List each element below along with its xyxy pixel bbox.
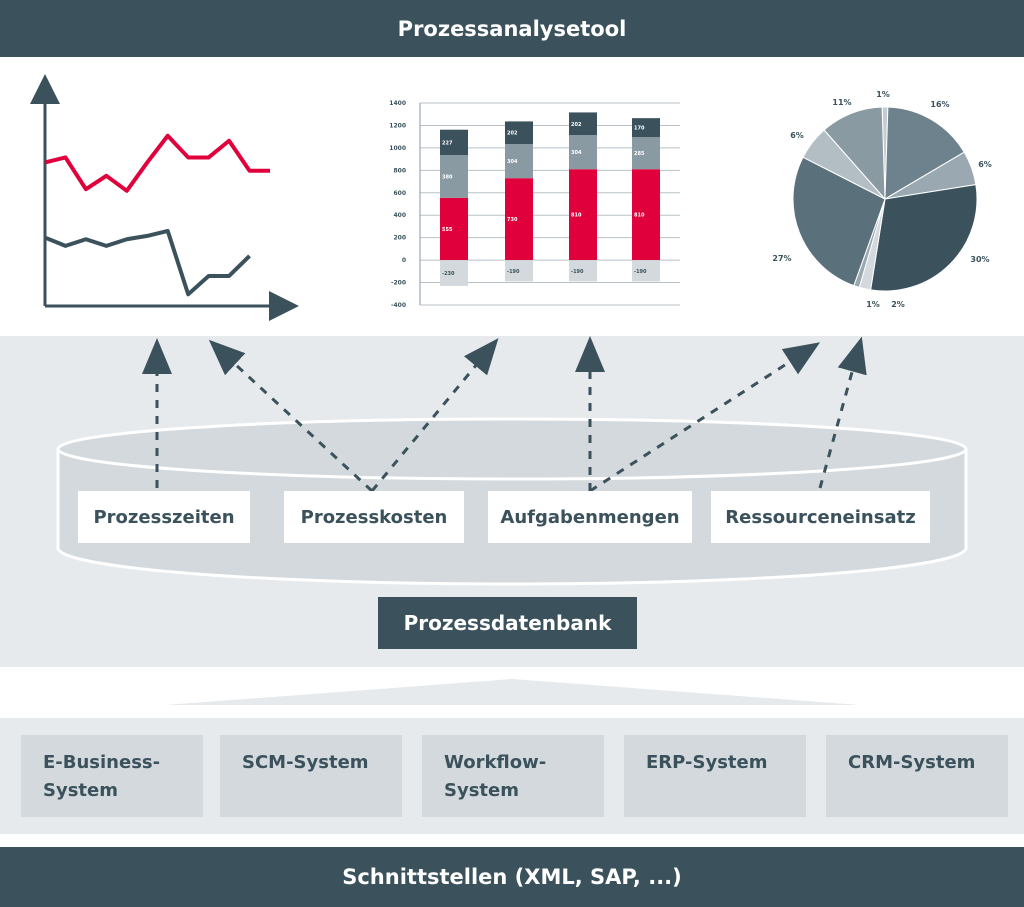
bar-segment bbox=[440, 260, 468, 286]
bar-segment bbox=[505, 144, 533, 179]
bar-tick-label: -200 bbox=[391, 280, 406, 287]
bar-segment bbox=[632, 137, 660, 170]
bar-data-label: 380 bbox=[442, 175, 453, 181]
pie-label: 2% bbox=[891, 300, 905, 309]
bar-tick-label: 600 bbox=[393, 190, 406, 197]
bar-segment bbox=[569, 112, 597, 136]
cylinder-top bbox=[56, 417, 968, 481]
bar-segment bbox=[440, 155, 468, 198]
system-scm: SCM-System bbox=[220, 735, 402, 817]
system-label-line2: System bbox=[43, 780, 118, 801]
system-crm: CRM-System bbox=[826, 735, 1008, 817]
bar-data-label: -190 bbox=[634, 269, 647, 275]
pie-slice bbox=[823, 106, 886, 201]
bar-data-label: 227 bbox=[442, 140, 453, 146]
bar-data-label: 304 bbox=[507, 159, 518, 165]
database-label: Prozessdatenbank bbox=[378, 597, 637, 649]
pie-label: 30% bbox=[970, 255, 989, 264]
footer-title: Schnittstellen (XML, SAP, ...) bbox=[0, 847, 1024, 907]
line-series-0 bbox=[44, 133, 270, 193]
bar-segment bbox=[569, 169, 597, 261]
bar-segment bbox=[505, 260, 533, 282]
system-e-business: E-Business- System bbox=[21, 735, 203, 817]
charts-area: 1400 1200 1000 800 600 400 200 0 -200 -400 555 380 2… bbox=[30, 74, 992, 321]
bar-data-label: 202 bbox=[571, 122, 582, 128]
system-label-line2: System bbox=[444, 780, 519, 801]
arrow-ressourcen-to-pie-chart bbox=[818, 336, 867, 489]
system-label-line1: SCM-System bbox=[242, 752, 369, 773]
bar-tick-label: 400 bbox=[393, 212, 406, 219]
pie-slice bbox=[884, 106, 965, 200]
bar-segment bbox=[632, 118, 660, 138]
pie-label: 27% bbox=[772, 254, 791, 263]
pie-chart: 1% 16% 6% 30% 2% 1% 27% 6% 11% bbox=[772, 90, 991, 309]
bar-segment bbox=[505, 178, 533, 261]
bar-segment bbox=[632, 169, 660, 261]
bar-data-label: -190 bbox=[507, 269, 520, 275]
bar-data-label: 202 bbox=[507, 131, 518, 137]
bar-segment bbox=[569, 135, 597, 170]
system-label-line1: CRM-System bbox=[848, 752, 976, 773]
bar-segment bbox=[440, 197, 468, 261]
field-prozesszeiten: Prozesszeiten bbox=[78, 491, 250, 543]
bar-data-label: 810 bbox=[634, 213, 645, 219]
arrow-kosten-to-bar-chart bbox=[370, 338, 499, 492]
bar-data-label: -190 bbox=[571, 269, 584, 275]
line-chart bbox=[44, 133, 270, 297]
field-aufgabenmengen: Aufgabenmengen bbox=[488, 491, 692, 543]
bar-data-label: 730 bbox=[507, 217, 518, 223]
bar-tick-label: -400 bbox=[391, 302, 406, 309]
bar-data-label: 810 bbox=[571, 213, 582, 219]
system-workflow: Workflow- System bbox=[422, 735, 604, 817]
pie-label: 6% bbox=[790, 131, 804, 140]
system-label-line1: Workflow- bbox=[444, 752, 547, 773]
pie-slice bbox=[792, 156, 886, 287]
bar-data-label: 170 bbox=[634, 126, 645, 132]
line-series-1 bbox=[44, 228, 251, 297]
bar-chart: 1400 1200 1000 800 600 400 200 0 -200 -400 555 380 2… bbox=[389, 100, 680, 309]
bar-data-label: 555 bbox=[442, 227, 453, 233]
pie-label: 1% bbox=[876, 90, 890, 99]
bar-tick-label: 1000 bbox=[389, 145, 406, 152]
bar-segment bbox=[440, 129, 468, 156]
bar-data-label: 285 bbox=[634, 151, 645, 157]
pie-slice bbox=[870, 184, 978, 292]
pie-label: 1% bbox=[866, 300, 880, 309]
bar-segment bbox=[632, 260, 660, 282]
bar-segment bbox=[505, 121, 533, 145]
bar-tick-label: 200 bbox=[393, 235, 406, 242]
system-label-line1: E-Business- bbox=[43, 752, 161, 773]
field-ressourceneinsatz: Ressourceneinsatz bbox=[711, 491, 930, 543]
field-prozesskosten: Prozesskosten bbox=[284, 491, 464, 543]
system-erp: ERP-System bbox=[624, 735, 806, 817]
bar-segment bbox=[569, 260, 597, 282]
bar-data-label: 304 bbox=[571, 150, 582, 156]
bar-tick-label: 1200 bbox=[389, 122, 406, 129]
header-title: Prozessanalysetool bbox=[0, 0, 1024, 57]
bar-tick-label: 1400 bbox=[389, 100, 406, 107]
pie-label: 11% bbox=[832, 98, 851, 107]
connector-shape bbox=[165, 679, 860, 705]
bar-data-label: -230 bbox=[442, 271, 455, 277]
arrow-mengen-to-pie-chart bbox=[589, 342, 821, 493]
bar-tick-label: 800 bbox=[393, 167, 406, 174]
system-label-line1: ERP-System bbox=[646, 752, 768, 773]
pie-label: 16% bbox=[930, 100, 949, 109]
pie-label: 6% bbox=[978, 160, 992, 169]
arrow-kosten-to-line-chart bbox=[208, 339, 374, 493]
bar-tick-label: 0 bbox=[402, 257, 406, 264]
